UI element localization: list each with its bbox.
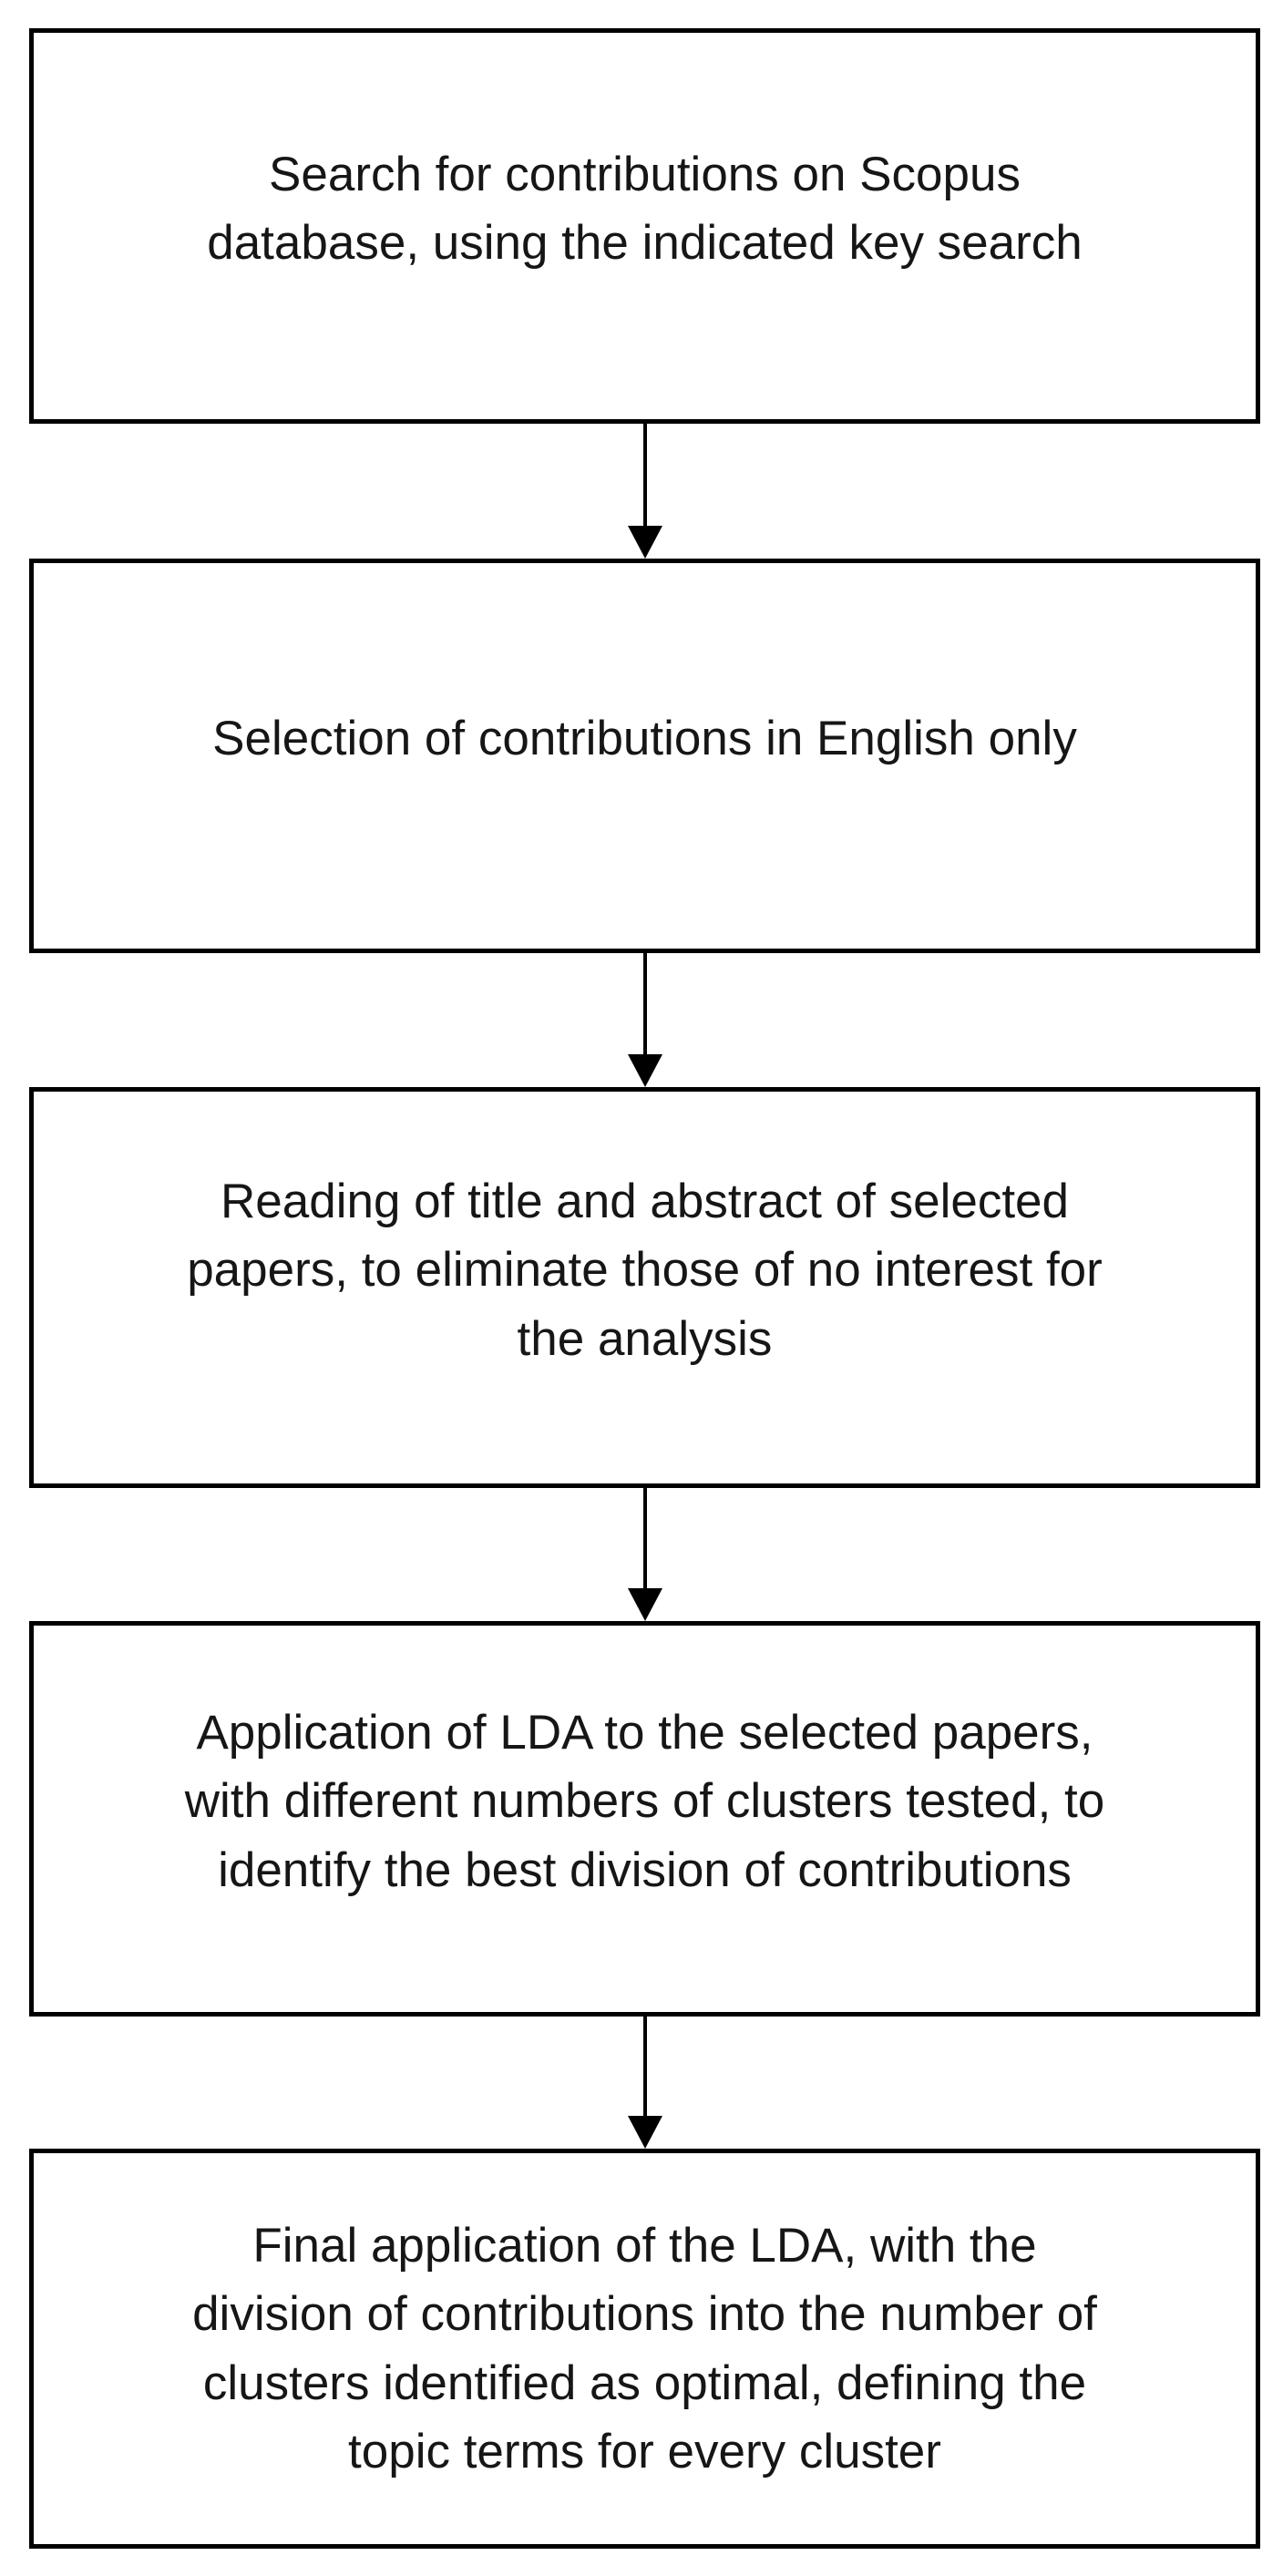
flow-step-2-label: Selection of contributions in English on… xyxy=(212,711,1077,765)
flow-step-4: Application of LDA to the selected paper… xyxy=(29,1621,1260,2017)
down-arrow-icon xyxy=(627,2017,662,2149)
flow-connector-4 xyxy=(29,2017,1260,2149)
flow-step-1-label: Search for contributions on Scopus datab… xyxy=(207,147,1083,270)
flow-step-3-label: Reading of title and abstract of selecte… xyxy=(187,1175,1103,1366)
flowchart: Search for contributions on Scopus datab… xyxy=(29,28,1260,2549)
flow-step-1: Search for contributions on Scopus datab… xyxy=(29,28,1260,424)
flow-step-4-label: Application of LDA to the selected paper… xyxy=(184,1706,1105,1897)
flow-step-3: Reading of title and abstract of selecte… xyxy=(29,1087,1260,1488)
flow-step-2: Selection of contributions in English on… xyxy=(29,559,1260,953)
flow-connector-3 xyxy=(29,1488,1260,1621)
flow-step-5: Final application of the LDA, with the d… xyxy=(29,2149,1260,2549)
flow-connector-1 xyxy=(29,424,1260,559)
down-arrow-icon xyxy=(627,953,662,1087)
down-arrow-icon xyxy=(627,424,662,559)
down-arrow-icon xyxy=(627,1488,662,1621)
flow-connector-2 xyxy=(29,953,1260,1087)
flow-step-5-label: Final application of the LDA, with the d… xyxy=(192,2219,1097,2479)
